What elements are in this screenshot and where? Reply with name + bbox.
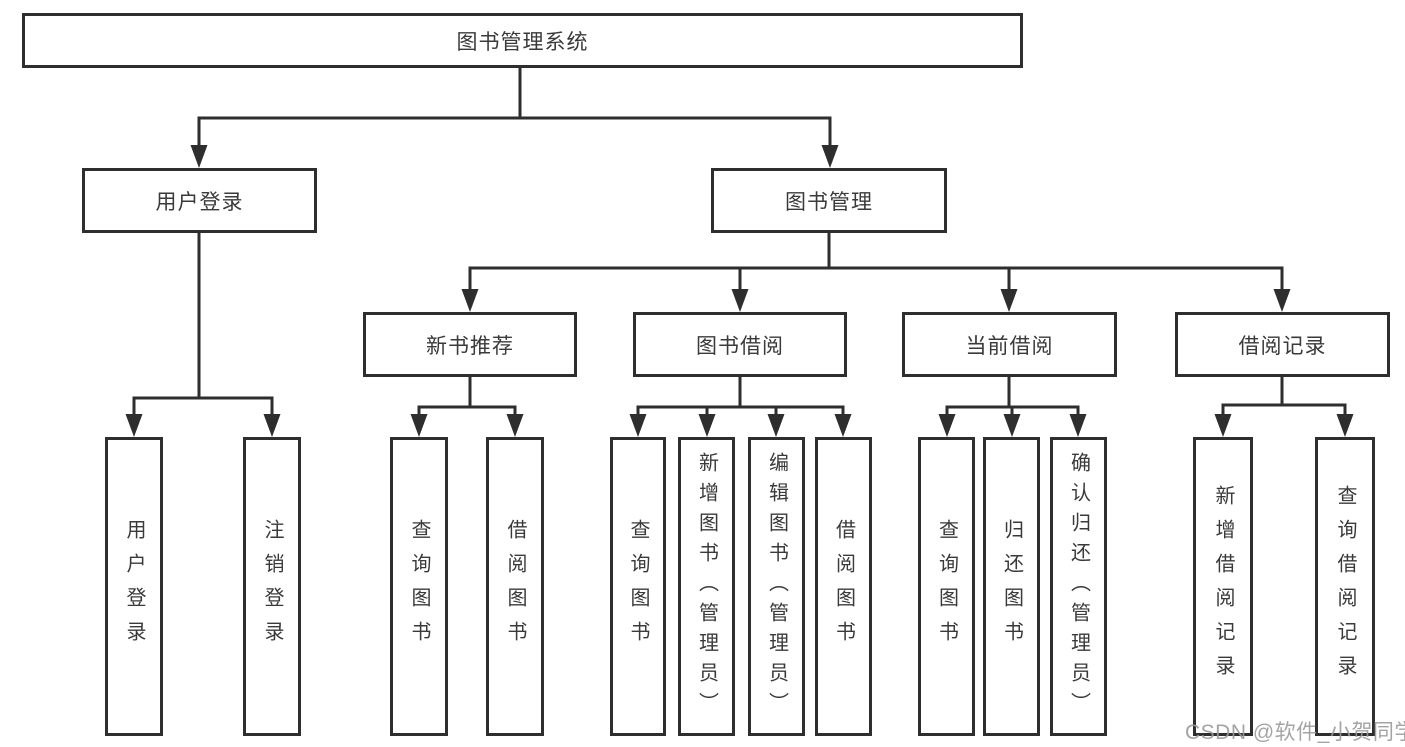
leaf-user-login: 用户登录	[105, 437, 163, 736]
leaf-borrow-books: 借阅图书	[815, 437, 872, 736]
node-library-system: 图书管理系统	[22, 13, 1023, 68]
leaf-return-books: 归还图书	[983, 437, 1040, 736]
leaf-label: 查询图书	[627, 518, 649, 655]
node-book-borrowing: 图书借阅	[633, 312, 847, 377]
leaf-query-books-borrow: 查询图书	[610, 437, 666, 736]
node-new-book-recommend: 新书推荐	[363, 312, 577, 377]
leaf-borrow-books-newrec: 借阅图书	[486, 437, 544, 736]
leaf-label: 新增图书（管理员）	[695, 451, 718, 722]
leaf-label: 查询图书	[935, 518, 958, 655]
leaf-label: 用户登录	[123, 518, 145, 655]
node-label: 用户登录	[155, 190, 244, 214]
arrowheads	[125, 145, 1354, 437]
leaf-add-book-admin: 新增图书（管理员）	[678, 437, 735, 736]
leaf-query-books-current: 查询图书	[918, 437, 975, 736]
leaf-label: 新增借阅记录	[1212, 484, 1234, 689]
leaf-confirm-return-admin: 确认归还（管理员）	[1050, 437, 1107, 736]
node-book-management: 图书管理	[711, 168, 947, 233]
leaf-label: 确认归还（管理员）	[1067, 451, 1090, 722]
leaf-label: 借阅图书	[504, 518, 526, 655]
leaf-label: 借阅图书	[832, 518, 855, 655]
leaf-query-borrow-record: 查询借阅记录	[1315, 437, 1375, 736]
leaf-label: 编辑图书（管理员）	[765, 451, 788, 722]
node-borrowing-records: 借阅记录	[1175, 312, 1390, 377]
node-label: 图书借阅	[696, 334, 784, 358]
leaf-add-borrow-record: 新增借阅记录	[1193, 437, 1253, 736]
leaf-logout: 注销登录	[243, 437, 301, 736]
leaf-edit-book-admin: 编辑图书（管理员）	[748, 437, 805, 736]
node-user-login: 用户登录	[82, 168, 317, 233]
csdn-watermark: CSDN @软件_小贺同学	[1185, 721, 1405, 744]
leaf-label: 查询借阅记录	[1334, 484, 1356, 689]
node-label: 当前借阅	[965, 334, 1054, 358]
node-current-borrowing: 当前借阅	[902, 312, 1117, 377]
leaf-label: 注销登录	[261, 518, 283, 655]
leaf-label: 归还图书	[1000, 518, 1023, 655]
node-label: 借阅记录	[1238, 334, 1327, 358]
leaf-label: 查询图书	[408, 518, 430, 655]
node-label: 图书管理系统	[456, 30, 589, 54]
node-label: 新书推荐	[426, 334, 514, 358]
leaf-query-books-newrec: 查询图书	[390, 437, 448, 736]
node-label: 图书管理	[785, 190, 873, 214]
